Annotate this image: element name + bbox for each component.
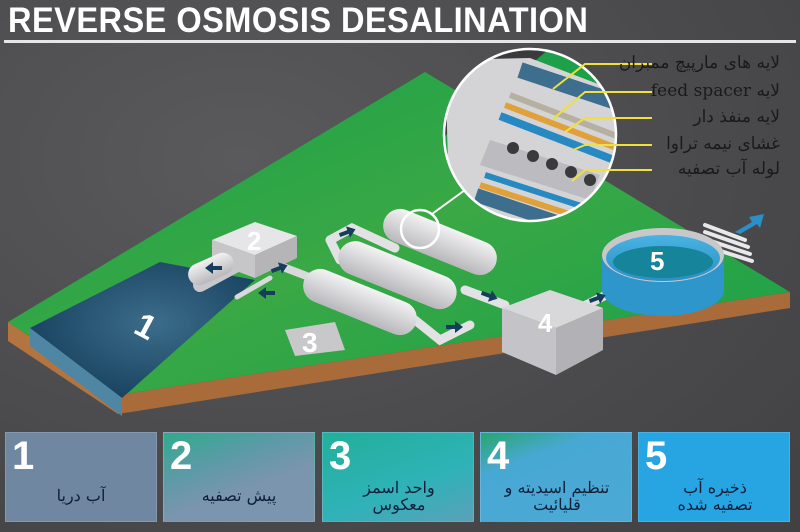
step-number: 3 — [329, 434, 352, 478]
callout-semipermeable-membrane: غشای نیمه تراوا — [666, 134, 780, 154]
step-card-ph-adjustment: 4 تنظیم اسیدیته و قلیائیت — [480, 432, 632, 522]
page-title: REVERSE OSMOSIS DESALINATION — [8, 1, 589, 40]
output-arrow-icon — [735, 214, 764, 234]
callout-feed-spacer: لایه feed spacer — [650, 81, 780, 101]
callout-permeate-tube: لوله آب تصفیه — [677, 159, 780, 179]
step-number: 4 — [487, 434, 510, 478]
step-card-ro-unit: 3 واحد اسمز معکوس — [322, 432, 474, 522]
membrane-cutaway — [442, 47, 618, 223]
callout-lines — [552, 63, 652, 182]
title-divider — [4, 40, 796, 43]
flow-arrow-icon — [205, 262, 222, 274]
step-label: آب دریا — [56, 486, 106, 505]
flow-arrow-icon — [258, 287, 275, 299]
flow-arrow-icon — [446, 321, 463, 333]
callout-porous-layer: لایه منفذ دار — [693, 107, 780, 127]
step-card-storage: 5 ذخیره آب تصفیه شده — [638, 432, 790, 522]
step-number: 5 — [645, 434, 668, 478]
step-card-pretreatment: 2 پیش تصفیه — [163, 432, 315, 522]
storage-marker: 5 — [650, 246, 664, 276]
ph-adjustment-marker: 4 — [538, 308, 553, 338]
pretreatment-marker: 2 — [247, 226, 261, 256]
step-label: پیش تصفیه — [201, 486, 277, 505]
pretreatment-unit: 2 — [212, 222, 297, 278]
zoom-indicator — [399, 208, 441, 250]
zoom-connector — [431, 189, 466, 215]
flow-arrow-icon — [588, 292, 606, 304]
step-number: 1 — [12, 434, 35, 478]
step-number: 2 — [170, 434, 193, 478]
flow-arrows — [205, 226, 606, 333]
sea: 1 — [30, 262, 255, 416]
process-steps: 1 آب دریا 2 پیش تصفیه 3 واحد اسمز معکوس … — [5, 432, 795, 522]
step-label: ذخیره آب تصفیه شده — [677, 478, 753, 514]
flow-arrow-icon — [338, 226, 356, 238]
callout-spiral-layers: لایه های مارپیچ ممبران — [618, 53, 780, 73]
flow-arrow-icon — [270, 262, 288, 274]
flow-arrow-icon — [480, 290, 498, 302]
storage-tank: 5 — [602, 228, 724, 316]
ro-unit-marker: 3 — [302, 327, 318, 358]
ph-adjustment-unit: 4 — [502, 290, 603, 375]
step-card-sea-water: 1 آب دریا — [5, 432, 157, 522]
step-label: واحد اسمز معکوس — [363, 478, 435, 514]
ro-pressure-vessels: 3 — [285, 208, 497, 358]
step-label: تنظیم اسیدیته و قلیائیت — [504, 478, 610, 514]
